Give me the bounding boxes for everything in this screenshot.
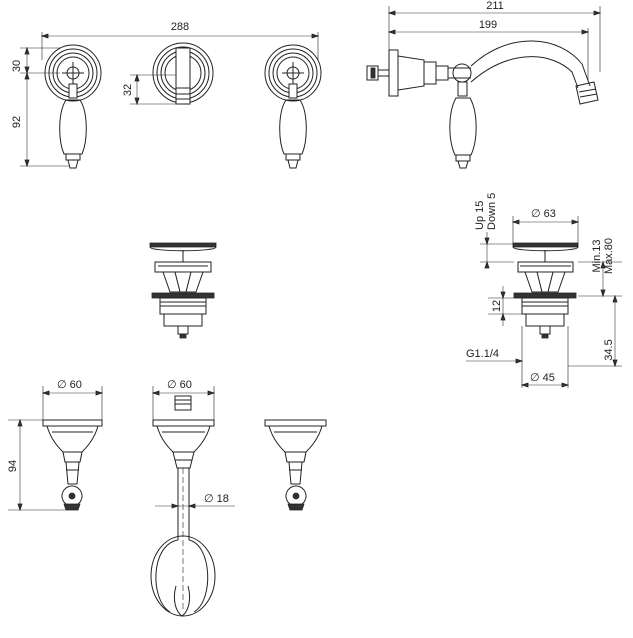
rough-left-valve [42, 419, 103, 511]
dim-waste-max: Max.80 [603, 238, 615, 274]
dim-handle-total: 92 [11, 116, 23, 128]
dim-handle-top: 30 [11, 60, 23, 72]
dim-waste-down: Down 5 [486, 193, 498, 230]
dim-rough-depth: 94 [7, 460, 19, 472]
dim-waste-body: ∅ 45 [530, 372, 555, 384]
dim-rough-spout: ∅ 60 [167, 379, 192, 391]
rough-spout [150, 395, 216, 617]
dim-side-total: 211 [486, 0, 504, 12]
dim-waste-cap: ∅ 63 [531, 208, 556, 220]
dim-rough-valve-left: ∅ 60 [57, 379, 82, 391]
rough-in-view: ∅ 60 94 ∅ 60 [7, 379, 327, 617]
dim-waste-flange: 12 [491, 300, 503, 312]
side-view: 211 199 [366, 0, 602, 169]
rough-right-valve [264, 419, 327, 511]
front-left-handle [44, 44, 102, 169]
dim-waste-up: Up 15 [474, 201, 486, 230]
dim-rough-pipe: ∅ 18 [204, 493, 229, 505]
waste-centre [149, 242, 217, 339]
dim-waste-height: 34.5 [603, 339, 615, 360]
dim-side-spout: 199 [479, 19, 497, 31]
front-spout: 32 [122, 42, 214, 106]
dim-front-width: 288 [171, 21, 189, 33]
waste-right: Up 15 Down 5 ∅ 63 Min.13 Max.80 [466, 193, 622, 388]
front-right-handle [264, 44, 322, 169]
front-view: 288 30 92 [11, 21, 322, 169]
dim-spout-disc: 32 [122, 84, 134, 96]
dim-waste-min: Min.13 [591, 239, 603, 272]
dim-waste-thread: G1.1/4 [466, 348, 499, 360]
